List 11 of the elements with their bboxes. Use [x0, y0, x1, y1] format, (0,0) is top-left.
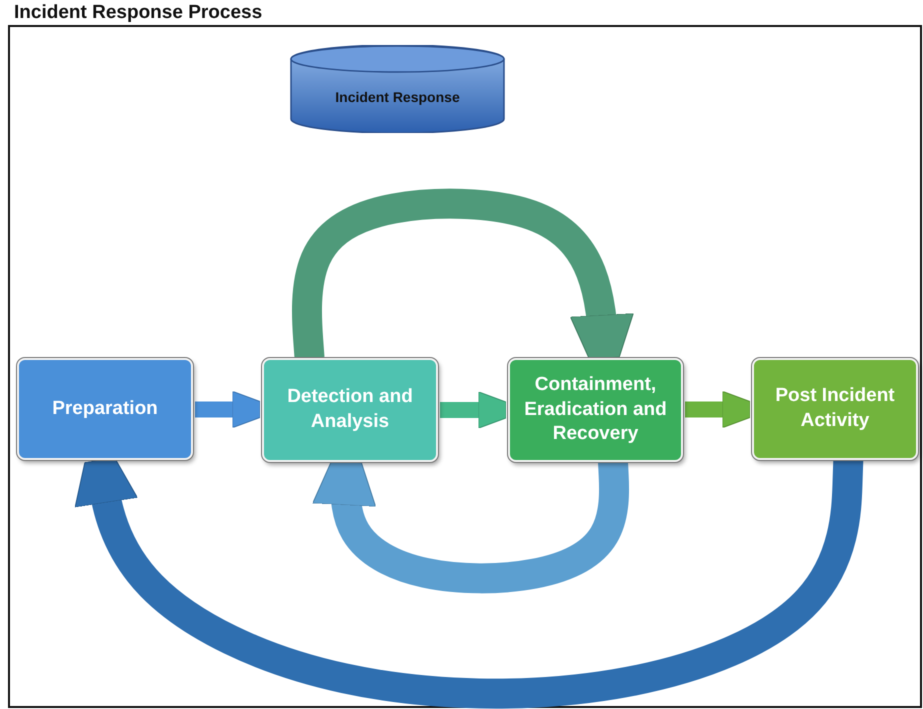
node-label: Incident Response	[335, 88, 460, 106]
process-box	[262, 358, 438, 462]
node-label: Post Incident Activity	[774, 384, 896, 433]
node-label: Detection and Analysis	[286, 385, 414, 434]
node-label: Containment, Eradication and Recovery	[523, 372, 668, 446]
process-box	[752, 358, 918, 460]
process-box	[508, 358, 683, 462]
node-label: Preparation	[52, 396, 158, 421]
database-cylinder	[290, 45, 505, 133]
diagram-title: Incident Response Process	[14, 2, 262, 24]
process-box	[17, 358, 193, 460]
